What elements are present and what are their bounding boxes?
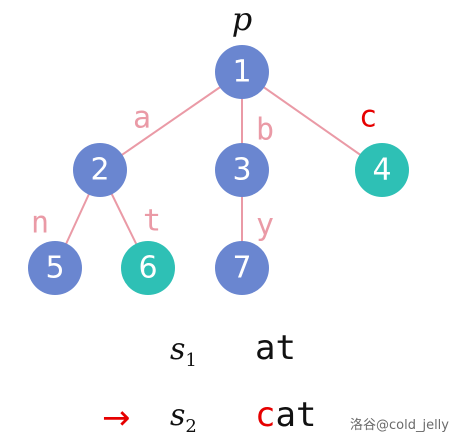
arrow-right-icon: → (102, 398, 131, 438)
node-3: 3 (215, 143, 269, 197)
node-6: 6 (121, 241, 175, 295)
node-5-circle (28, 241, 82, 295)
node-4-label: 4 (372, 153, 391, 188)
trie-edge-labels: a b c n t y (31, 100, 377, 243)
node-7-label: 7 (232, 251, 251, 286)
node-2-label: 2 (90, 153, 109, 188)
edge-label-b: b (256, 113, 274, 148)
node-4: 4 (355, 143, 409, 197)
node-5: 5 (28, 241, 82, 295)
edge-1-4 (241, 71, 383, 171)
string-s2-rest: at (275, 395, 317, 435)
node-1-circle (215, 45, 269, 99)
string-s1-rest: at (255, 328, 296, 368)
node-6-label: 6 (138, 251, 157, 286)
node-3-circle (215, 143, 269, 197)
node-2: 2 (73, 143, 127, 197)
string-s1-name: s1 (170, 332, 197, 371)
node-1: 1 (215, 45, 269, 99)
node-7-circle (215, 241, 269, 295)
node-7: 7 (215, 241, 269, 295)
edge-label-c: c (359, 100, 377, 135)
edge-1-2 (99, 71, 243, 171)
node-6-circle (121, 241, 175, 295)
edge-label-n: n (31, 206, 49, 241)
edge-label-a: a (133, 101, 151, 136)
string-s1-value: at (255, 328, 296, 368)
edge-label-t: t (143, 204, 161, 239)
node-2-circle (73, 143, 127, 197)
node-3-label: 3 (232, 153, 251, 188)
string-s2-name: s2 (170, 398, 197, 437)
string-s2-prefix: c (255, 395, 276, 435)
root-label: p (232, 0, 252, 38)
edge-label-y: y (256, 208, 274, 243)
trie-nodes: 1 2 3 4 5 6 7 (28, 45, 409, 295)
watermark: 洛谷@cold_jelly (350, 418, 449, 433)
node-1-label: 1 (232, 55, 251, 90)
node-4-circle (355, 143, 409, 197)
node-5-label: 5 (45, 251, 64, 286)
string-s2-value: cat (255, 395, 316, 435)
